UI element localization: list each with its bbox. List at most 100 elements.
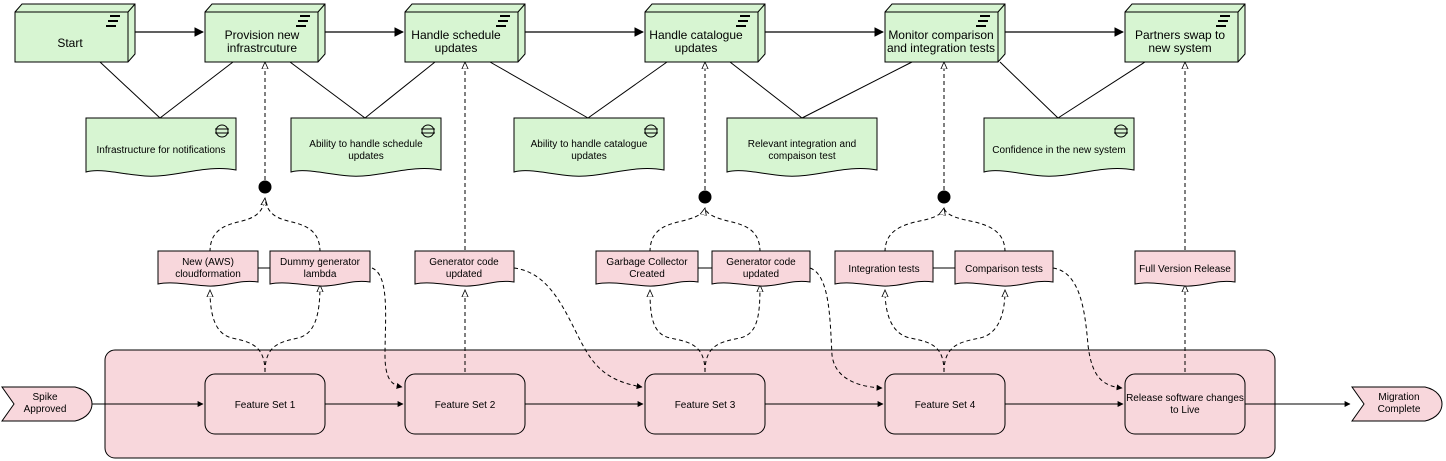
label-line: lambda <box>304 269 337 280</box>
label-line: Dummy generator <box>280 257 361 268</box>
plateau-icon <box>976 15 990 27</box>
plateau-start-label: Start <box>57 36 83 50</box>
deliverable-icon <box>215 124 229 138</box>
work-integration-label: Integration tests <box>848 264 919 275</box>
label-line: Feature Set 4 <box>915 400 976 411</box>
label-line: cloudformation <box>175 269 241 280</box>
label-line: New (AWS) <box>182 257 234 268</box>
process-fs3-label: Feature Set 3 <box>675 400 736 411</box>
label-line: Full Version Release <box>1139 264 1231 275</box>
label-line: updates <box>571 151 607 162</box>
work-integration-tests: Integration tests <box>834 250 934 287</box>
label-line: Garbage Collector <box>606 257 688 268</box>
deliverable-infra-label: Infrastructure for notifications <box>97 145 226 156</box>
label-line: Release software changes <box>1126 393 1244 404</box>
label-line: new system <box>1148 41 1211 55</box>
label-line: Feature Set 1 <box>235 400 296 411</box>
label-line: Handle catalogue <box>649 28 743 42</box>
plateau-icon <box>1216 15 1230 27</box>
deliverable-icon <box>421 124 435 138</box>
plateau-icon <box>736 15 750 27</box>
label-line: updates <box>675 41 718 55</box>
label-line: Approved <box>24 404 67 415</box>
label-line: Feature Set 3 <box>675 400 736 411</box>
plateau-deliverable-links <box>99 61 1146 119</box>
label-line: Generator code <box>429 257 499 268</box>
process-fs4-label: Feature Set 4 <box>915 400 976 411</box>
label-line: Start <box>57 36 83 50</box>
plateau-icon <box>106 15 120 27</box>
work-comparison-label: Comparison tests <box>965 264 1043 275</box>
label-line: Created <box>629 269 665 280</box>
plateau-start: Start <box>14 3 136 63</box>
label-line: Infrastructure for notifications <box>97 145 226 156</box>
label-line: infrastrcuture <box>227 41 297 55</box>
label-line: Partners swap to <box>1135 28 1225 42</box>
label-line: updated <box>446 269 482 280</box>
label-line: Spike <box>32 392 57 403</box>
label-line: Ability to handle schedule <box>309 139 423 150</box>
work-full-release-label: Full Version Release <box>1139 264 1231 275</box>
deliverable-icon <box>1114 124 1128 138</box>
process-feature-set-4: Feature Set 4 <box>884 373 1006 435</box>
label-line: Handle schedule <box>411 28 501 42</box>
label-line: compaison test <box>768 151 835 162</box>
process-fs2-label: Feature Set 2 <box>435 400 496 411</box>
label-line: Comparison tests <box>965 264 1043 275</box>
realization-links <box>210 62 1185 391</box>
process-feature-set-2: Feature Set 2 <box>404 373 526 435</box>
junction-dot-1 <box>258 180 272 194</box>
plateau-icon <box>296 15 310 27</box>
work-aws-cloudformation: New (AWS)cloudformation <box>157 250 259 287</box>
deliverable-confidence: Confidence in the new system <box>983 117 1135 177</box>
label-line: Monitor comparison <box>888 28 993 42</box>
label-line: Integration tests <box>848 264 919 275</box>
plateau-icon <box>496 15 510 27</box>
label-line: and integration tests <box>887 41 995 55</box>
process-feature-set-3: Feature Set 3 <box>644 373 766 435</box>
deliverable-infra: Infrastructure for notifications <box>85 117 237 177</box>
label-line: Migration <box>1378 392 1419 403</box>
label-line: updates <box>348 151 384 162</box>
label-line: Relevant integration and <box>748 139 856 150</box>
label-line: Provision new <box>225 28 300 42</box>
work-comparison-tests: Comparison tests <box>954 250 1054 287</box>
label-line: Feature Set 2 <box>435 400 496 411</box>
junction-dot-3 <box>937 190 951 204</box>
junction-dot-2 <box>698 190 712 204</box>
label-line: Confidence in the new system <box>992 145 1125 156</box>
label-line: updated <box>743 269 779 280</box>
process-fs1-label: Feature Set 1 <box>235 400 296 411</box>
label-line: updates <box>435 41 478 55</box>
